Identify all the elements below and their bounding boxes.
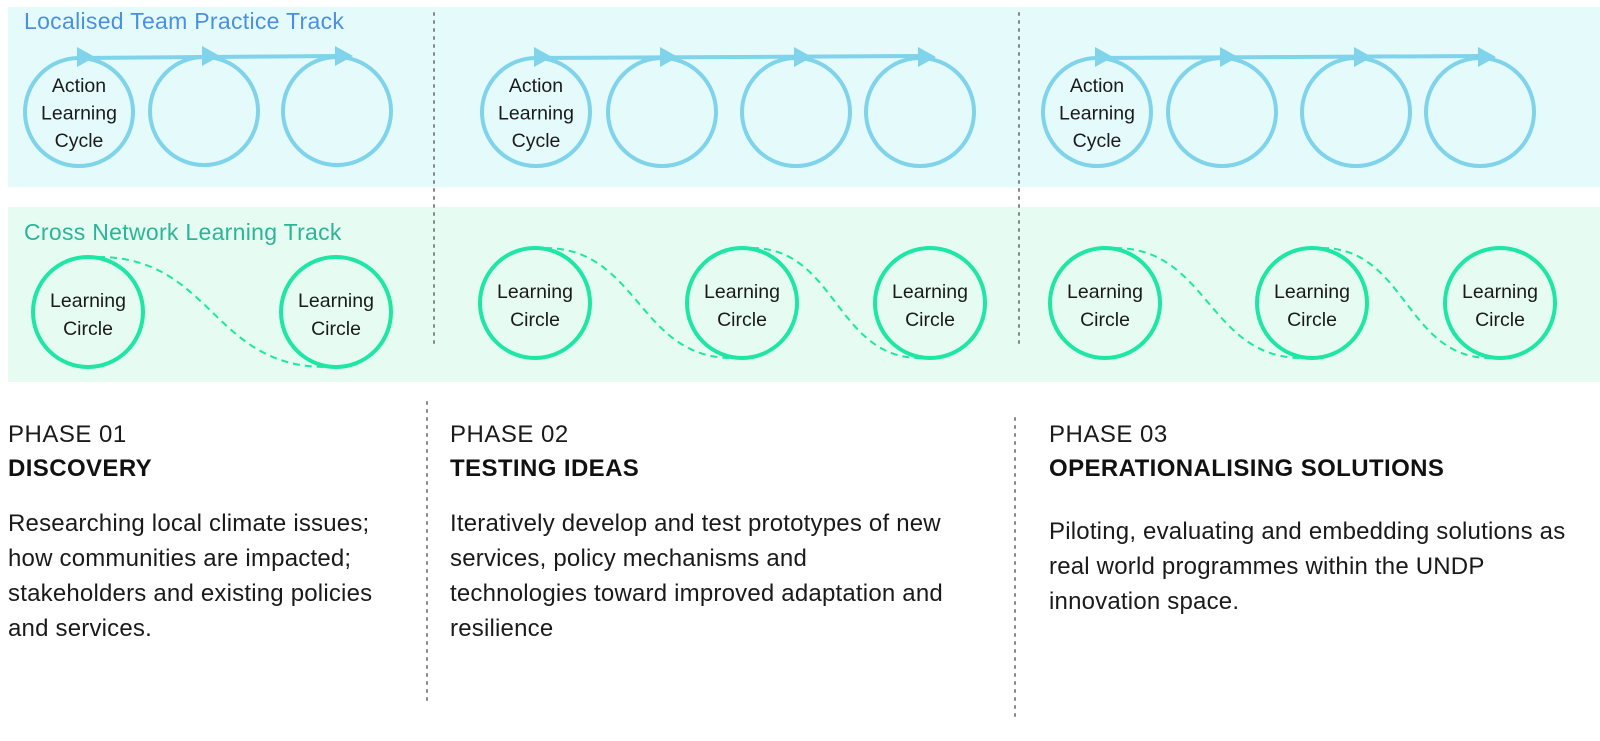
learning-circle <box>478 246 592 360</box>
learning-connector <box>544 247 733 359</box>
learning-circle <box>873 246 987 360</box>
learning-circle <box>1443 246 1557 360</box>
learning-connector <box>1321 247 1491 359</box>
circle-label-line: Learning <box>704 281 780 303</box>
phase-title: TESTING IDEAS <box>450 455 640 482</box>
action-learning-cycle <box>148 55 260 167</box>
circle-label-line: Action <box>52 75 106 97</box>
learning-circle <box>279 255 393 369</box>
circle-label-line: Learning <box>41 103 117 125</box>
learning-connector <box>97 256 327 368</box>
circle-label-line: Learning <box>298 290 374 312</box>
cycle-arrow-icon <box>1095 47 1113 67</box>
action-learning-cycle <box>1424 56 1536 168</box>
circle-label-line: Circle <box>311 318 361 340</box>
action-learning-cycle <box>1166 56 1278 168</box>
circle-label-line: Learning <box>497 281 573 303</box>
cycle-arrow-icon <box>534 47 552 67</box>
learning-connector <box>751 247 921 359</box>
action-learning-cycle <box>740 56 852 168</box>
circle-label-line: Learning <box>892 281 968 303</box>
learning-connector <box>1114 247 1303 359</box>
circle-label-line: Circle <box>905 309 955 331</box>
cross-network-track-label: Cross Network Learning Track <box>24 219 342 245</box>
circle-label-line: Learning <box>1462 281 1538 303</box>
circle-label-line: Learning <box>1274 281 1350 303</box>
phase-01-column: PHASE 01 DISCOVERY Researching local cli… <box>8 420 408 646</box>
circle-label-line: Circle <box>1475 309 1525 331</box>
flow-line <box>534 54 924 60</box>
phase-03-column: PHASE 03 OPERATIONALISING SOLUTIONS Pilo… <box>1049 420 1569 619</box>
cycle-arrow-icon <box>1478 47 1496 67</box>
circle-label-line: Circle <box>1287 309 1337 331</box>
learning-circle <box>31 255 145 369</box>
circle-label-line: Cycle <box>512 130 561 152</box>
action-learning-cycle <box>606 56 718 168</box>
cycle-arrow-icon <box>335 46 353 66</box>
flow-line <box>1095 54 1484 60</box>
action-learning-cycle <box>1300 56 1412 168</box>
circle-label-line: Cycle <box>1073 130 1122 152</box>
circle-label-line: Action <box>1070 75 1124 97</box>
learning-circle <box>1255 246 1369 360</box>
circle-label-line: Learning <box>1067 281 1143 303</box>
learning-circle <box>685 246 799 360</box>
phase-description: Researching local climate issues; how co… <box>8 510 373 642</box>
circle-label-line: Learning <box>1059 103 1135 125</box>
phase-description: Iteratively develop and test prototypes … <box>450 510 943 642</box>
phase-number: PHASE 01 <box>8 421 127 448</box>
circle-label-line: Circle <box>717 309 767 331</box>
circle-label-line: Cycle <box>55 130 104 152</box>
cycle-arrow-icon <box>794 47 812 67</box>
cycle-arrow-icon <box>660 47 678 67</box>
phase-02-column: PHASE 02 TESTING IDEAS Iteratively devel… <box>450 420 950 646</box>
cycle-arrow-icon <box>1220 47 1238 67</box>
cycle-arrow-icon <box>202 46 220 66</box>
phase-number: PHASE 02 <box>450 421 569 448</box>
circle-label-line: Learning <box>498 103 574 125</box>
cycle-arrow-icon <box>77 47 95 67</box>
action-learning-cycle <box>864 56 976 168</box>
team-practice-band <box>8 7 1600 187</box>
learning-circle <box>1048 246 1162 360</box>
circle-label-line: Circle <box>63 318 113 340</box>
circle-label-line: Circle <box>1080 309 1130 331</box>
phase-title: DISCOVERY <box>8 455 153 482</box>
phase-number: PHASE 03 <box>1049 421 1168 448</box>
cycle-arrow-icon <box>918 47 936 67</box>
circle-label-line: Action <box>509 75 563 97</box>
action-learning-cycle <box>281 55 393 167</box>
phase-title: OPERATIONALISING SOLUTIONS <box>1049 455 1445 482</box>
team-practice-track-label: Localised Team Practice Track <box>24 8 345 34</box>
cycle-arrow-icon <box>1354 47 1372 67</box>
phase-description: Piloting, evaluating and embedding solut… <box>1049 518 1566 615</box>
circle-label-line: Circle <box>510 309 560 331</box>
circle-label-line: Learning <box>50 290 126 312</box>
